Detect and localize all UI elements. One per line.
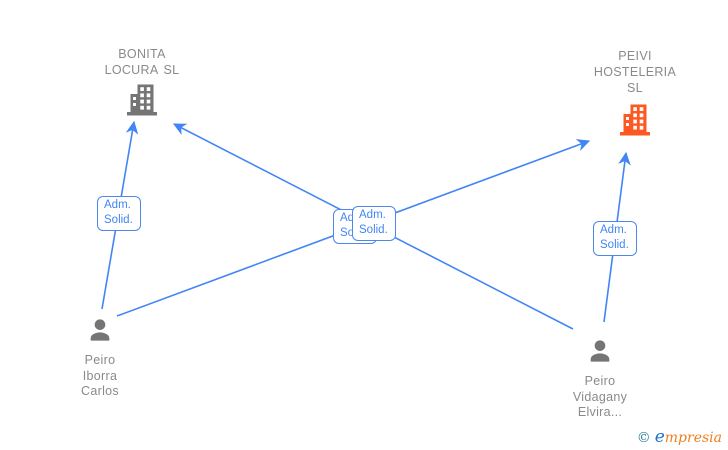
- company-name: BONITA LOCURA SL: [104, 47, 180, 77]
- person-icon: [590, 340, 610, 362]
- person-name: Peiro Iborra Carlos: [81, 353, 119, 398]
- building-icon: [127, 84, 157, 116]
- company-node-bonita-locura[interactable]: BONITA LOCURA SL: [98, 46, 186, 116]
- copyright-symbol: ©: [636, 430, 651, 446]
- edge-label-iborra-bonita[interactable]: Adm. Solid.: [97, 196, 141, 231]
- empresia-logo-initial: e: [654, 427, 665, 447]
- company-node-peivi-hosteleria[interactable]: PEIVI HOSTELERIA SL: [591, 48, 679, 136]
- edge-label-iborra-peivi[interactable]: Adm. Solid.: [352, 206, 396, 241]
- company-name: PEIVI HOSTELERIA SL: [593, 49, 677, 95]
- person-name: Peiro Vidagany Elvira...: [572, 374, 628, 419]
- person-icon: [90, 319, 110, 341]
- edge-label-vidagany-peivi[interactable]: Adm. Solid.: [593, 221, 637, 256]
- building-icon: [620, 104, 650, 136]
- person-node-peiro-vidagany-elvira[interactable]: Peiro Vidagany Elvira...: [566, 335, 634, 421]
- person-node-peiro-iborra-carlos[interactable]: Peiro Iborra Carlos: [66, 314, 134, 400]
- empresia-logo-text: mpresia: [664, 430, 722, 446]
- empresia-watermark: ©empresia: [637, 427, 722, 447]
